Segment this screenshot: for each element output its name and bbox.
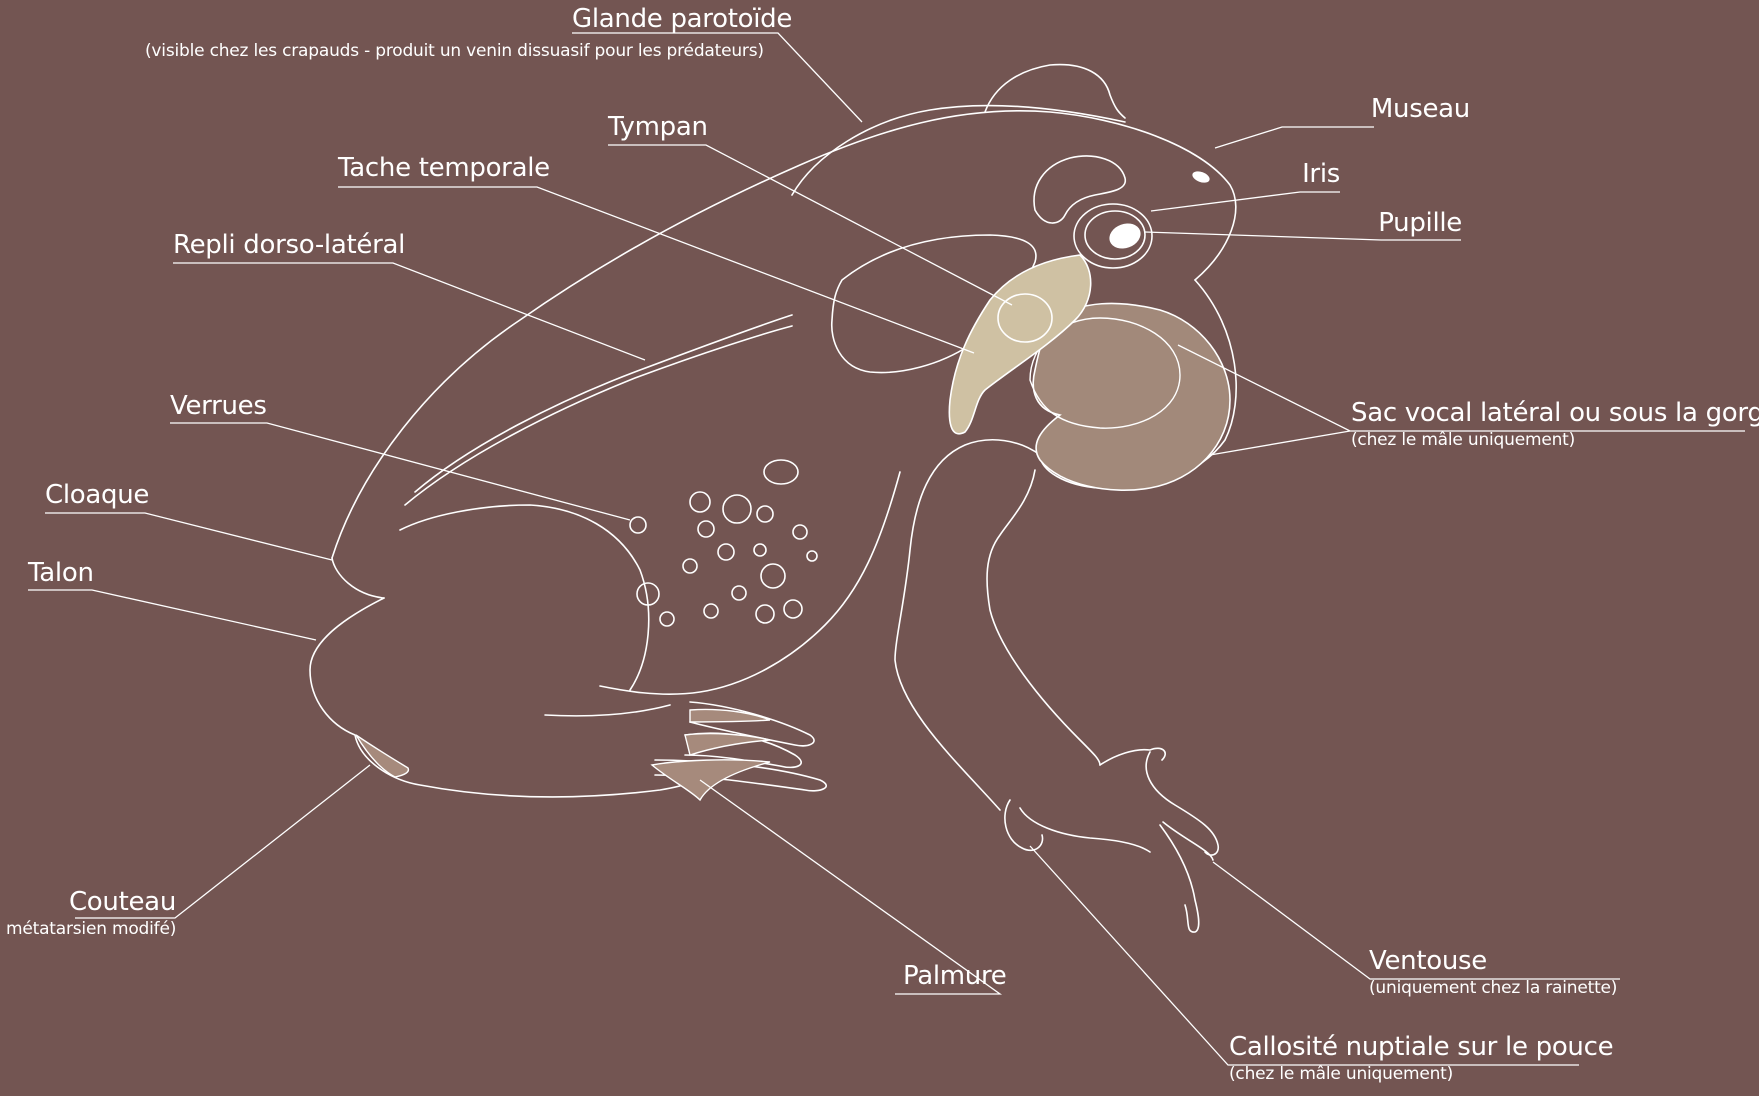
- finger-3: [1160, 825, 1199, 932]
- label-glande-parotoide: Glande parotoïde: [572, 6, 792, 32]
- label-couteau-note: métatarsien modifé): [6, 921, 176, 938]
- label-talon: Talon: [28, 560, 94, 586]
- label-palmure-title: Palmure: [903, 963, 1007, 989]
- label-cloaque: Cloaque: [45, 482, 149, 508]
- label-tympan: Tympan: [608, 114, 708, 140]
- label-ventouse: Ventouse (uniquement chez la rainette): [1369, 948, 1617, 997]
- eye-pupil: [1106, 219, 1144, 252]
- label-pupille: Pupille: [1300, 210, 1462, 236]
- label-museau: Museau: [1280, 96, 1470, 122]
- eye-brow: [1034, 156, 1125, 223]
- leader-tympan: [608, 145, 1012, 305]
- label-palmure: Palmure: [903, 963, 1007, 989]
- label-iris: Iris: [1260, 161, 1340, 187]
- label-museau-title: Museau: [1280, 96, 1470, 122]
- label-repli-dorso-lateral: Repli dorso-latéral: [173, 232, 405, 258]
- warts: [630, 460, 817, 626]
- label-callosite-title: Callosité nuptiale sur le pouce: [1229, 1034, 1613, 1060]
- finger-2: [1146, 752, 1218, 855]
- leader-cloaque: [45, 513, 332, 560]
- nostril: [1191, 169, 1211, 185]
- front-arm: [895, 440, 1040, 810]
- hind-leg-shin: [545, 705, 670, 716]
- thumb: [1005, 800, 1043, 850]
- parotoid-gland: [792, 106, 1125, 195]
- webbing-2: [685, 734, 770, 755]
- label-pupille-title: Pupille: [1300, 210, 1462, 236]
- leader-talon: [28, 590, 316, 640]
- label-tache-temporale: Tache temporale: [338, 155, 550, 181]
- webbing-1: [652, 760, 770, 800]
- back-rump: [332, 558, 384, 598]
- leader-verrues: [170, 423, 630, 520]
- label-verrues: Verrues: [170, 393, 267, 419]
- label-cloaque-title: Cloaque: [45, 482, 149, 508]
- leader-tache-temporale: [338, 187, 974, 353]
- leader-lines: [28, 33, 1745, 1065]
- leader-museau: [1215, 127, 1374, 148]
- hind-leg-thigh: [400, 505, 649, 690]
- label-callosite: Callosité nuptiale sur le pouce (chez le…: [1229, 1034, 1613, 1083]
- label-sac-vocal-title: Sac vocal latéral ou sous la gorge: [1351, 400, 1759, 426]
- label-callosite-note: (chez le mâle uniquement): [1229, 1066, 1613, 1083]
- webbing-3: [690, 709, 770, 722]
- label-couteau-title: Couteau: [6, 889, 176, 915]
- label-verrues-title: Verrues: [170, 393, 267, 419]
- label-glande-parotoide-note-wrap: (visible chez les crapauds - produit un …: [145, 43, 764, 60]
- dorso-lateral-fold: [415, 315, 792, 492]
- label-iris-title: Iris: [1260, 161, 1340, 187]
- label-ventouse-title: Ventouse: [1369, 948, 1617, 974]
- hind-leg-heel: [310, 598, 384, 735]
- label-ventouse-note: (uniquement chez la rainette): [1369, 980, 1617, 997]
- label-glande-parotoide-title: Glande parotoïde: [572, 6, 792, 32]
- leader-iris: [1151, 192, 1340, 211]
- label-couteau: Couteau métatarsien modifé): [6, 889, 176, 938]
- label-repli-dorso-lateral-title: Repli dorso-latéral: [173, 232, 405, 258]
- label-glande-parotoide-note: (visible chez les crapauds - produit un …: [145, 43, 764, 60]
- leader-repli-dorso-lateral: [173, 263, 645, 360]
- label-sac-vocal: Sac vocal latéral ou sous la gorge (chez…: [1351, 400, 1759, 449]
- dorso-lateral-fold-inner: [405, 326, 792, 505]
- label-tache-temporale-title: Tache temporale: [338, 155, 550, 181]
- finger-1: [1100, 748, 1165, 765]
- label-tympan-title: Tympan: [608, 114, 708, 140]
- label-talon-title: Talon: [28, 560, 94, 586]
- front-arm-inner: [987, 470, 1100, 765]
- label-sac-vocal-note: (chez le mâle uniquement): [1351, 432, 1759, 449]
